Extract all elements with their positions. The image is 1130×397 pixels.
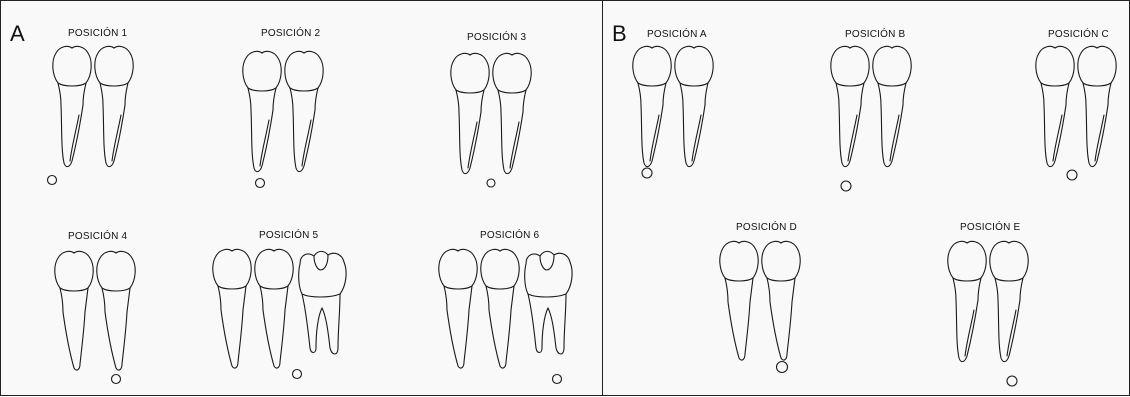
tooth-5-molar	[299, 251, 346, 354]
marker-position-2	[256, 179, 265, 188]
tooth-6-molar	[525, 251, 572, 354]
tooth-c1	[1036, 46, 1074, 166]
marker-position-a	[642, 168, 652, 178]
marker-position-d	[777, 362, 788, 373]
tooth-1b	[95, 46, 133, 166]
tooth-e1	[948, 241, 986, 361]
marker-position-c	[1067, 170, 1077, 180]
tooth-a1	[633, 46, 671, 166]
tooth-4a	[55, 251, 93, 370]
tooth-5a	[213, 249, 251, 368]
tooth-2a	[243, 51, 281, 171]
tooth-e2	[990, 241, 1028, 361]
marker-position-4	[112, 375, 121, 384]
marker-position-1	[48, 176, 57, 185]
tooth-3a	[451, 53, 489, 173]
tooth-2b	[285, 51, 323, 171]
tooth-6b	[481, 249, 519, 368]
tooth-d2	[762, 241, 800, 360]
marker-position-b	[841, 181, 851, 191]
tooth-b1	[831, 46, 869, 166]
tooth-c2	[1078, 46, 1116, 166]
tooth-d1	[720, 241, 758, 360]
marker-position-6	[553, 375, 562, 384]
tooth-5b	[255, 249, 293, 368]
marker-position-5	[293, 370, 302, 379]
tooth-6a	[439, 249, 477, 368]
marker-position-e	[1007, 376, 1017, 386]
tooth-a2	[675, 46, 713, 166]
tooth-b2	[873, 46, 911, 166]
marker-position-3	[487, 179, 495, 187]
tooth-4b	[97, 251, 135, 370]
tooth-1a	[53, 46, 91, 166]
tooth-3b	[493, 53, 531, 173]
